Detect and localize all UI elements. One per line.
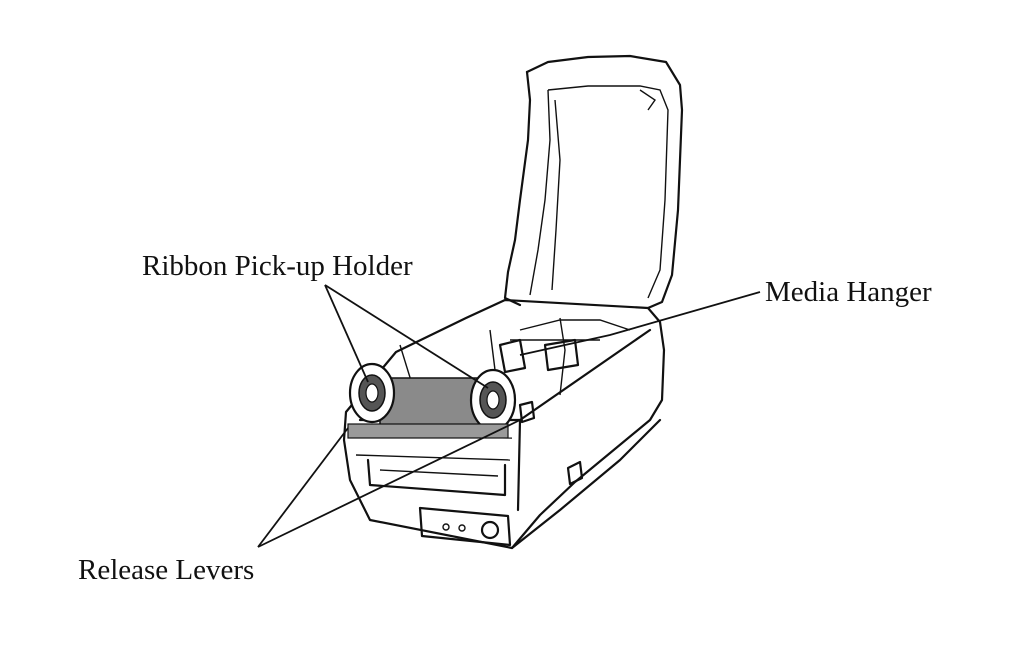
callout-ribbon-right (324, 284, 489, 389)
callout-release-right (257, 419, 521, 548)
release-levers-label: Release Levers (78, 554, 255, 586)
open-cover (503, 54, 684, 310)
callout-release-left (257, 427, 349, 548)
ribbon-pickup-holder-label: Ribbon Pick-up Holder (142, 250, 413, 282)
media-hanger-label: Media Hanger (765, 276, 932, 308)
ribbon-rolls (347, 362, 536, 439)
callout-ribbon-left (324, 284, 369, 383)
callout-lines (257, 284, 761, 548)
callout-media-hanger (519, 291, 761, 356)
